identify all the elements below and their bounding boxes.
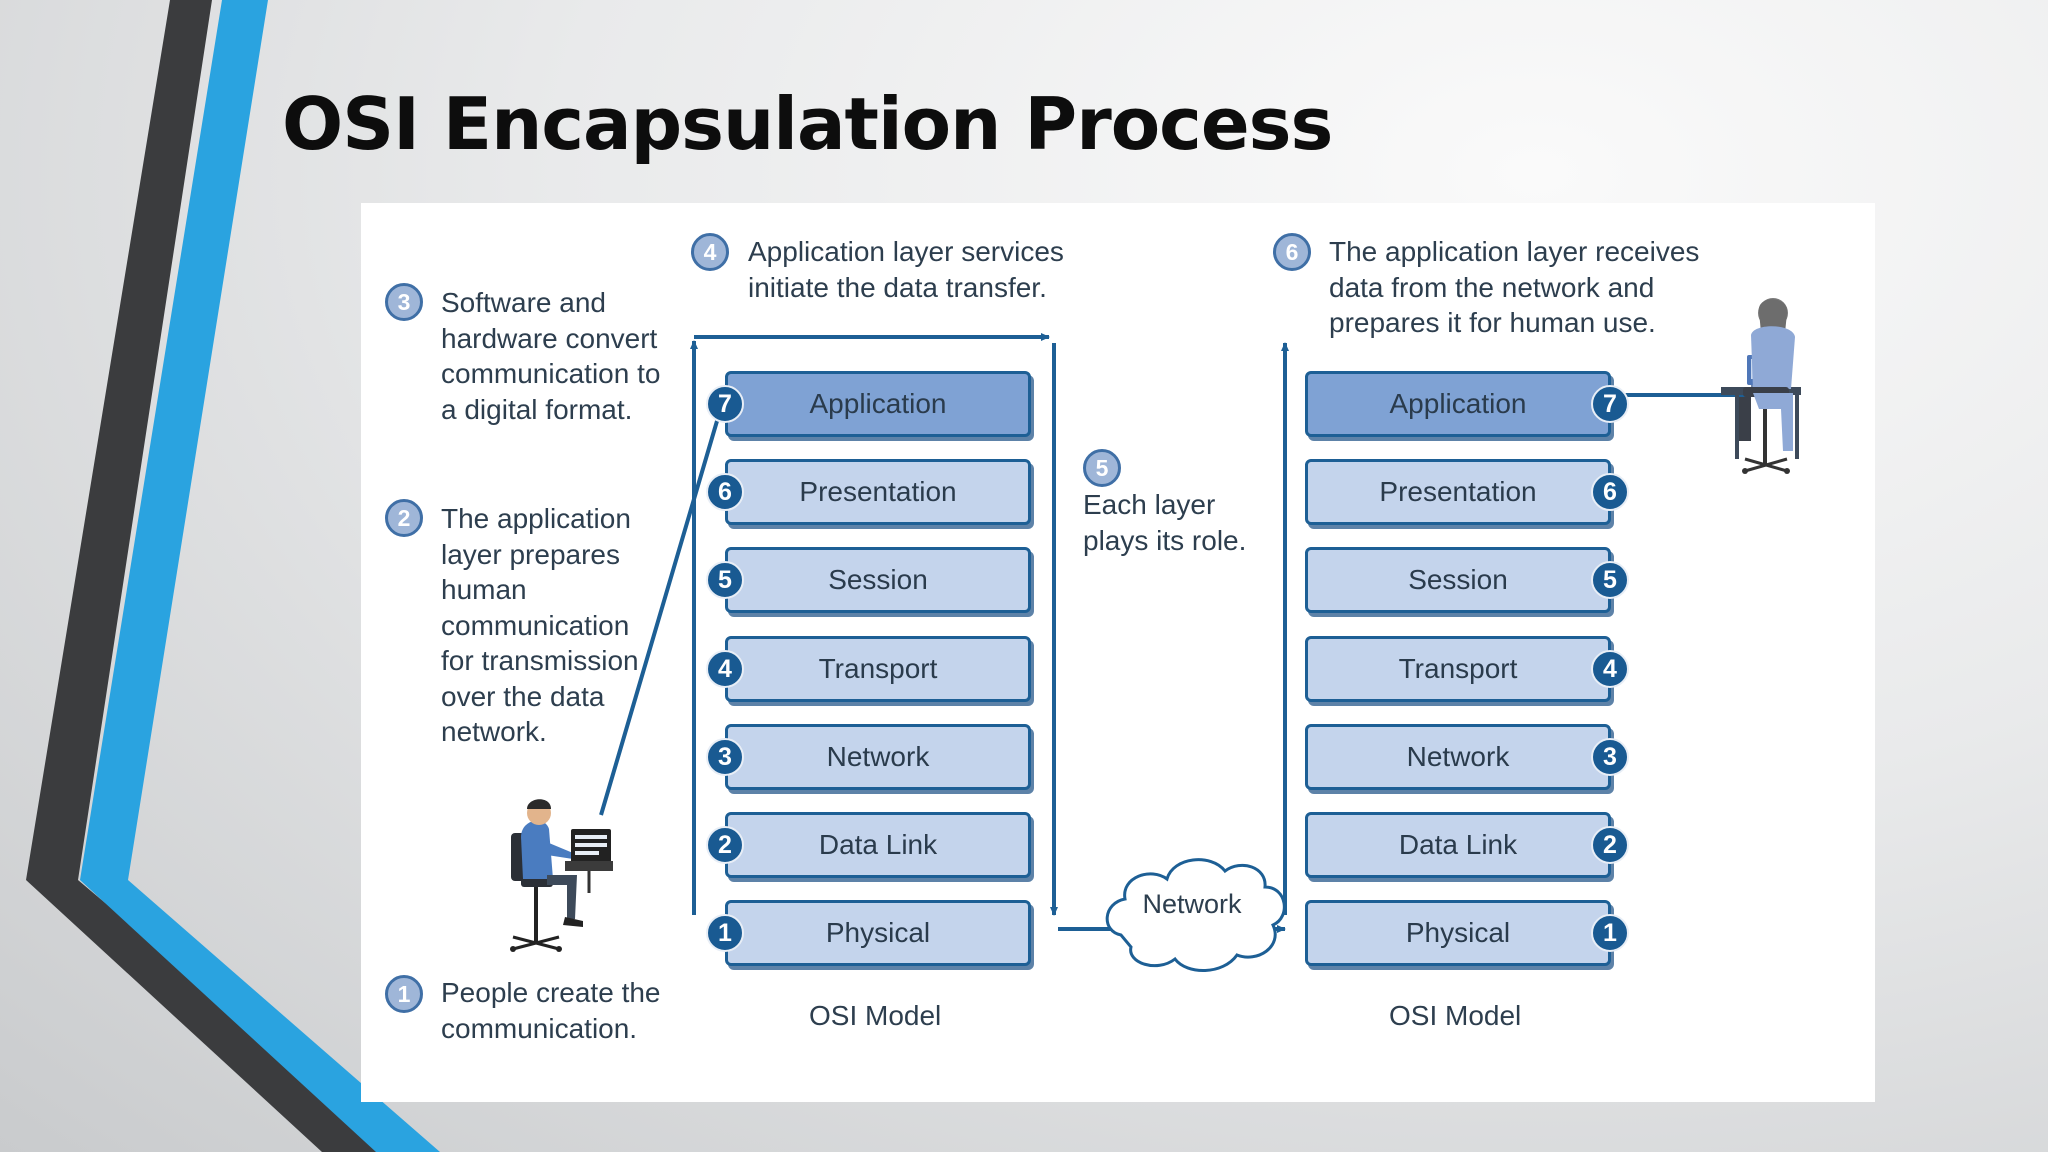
step-5-text: Each layer plays its role. xyxy=(1083,489,1247,556)
receiver-layer-network: Network xyxy=(1305,724,1611,790)
receiver-badge-6: 6 xyxy=(1591,473,1629,511)
slide-title: OSI Encapsulation Process xyxy=(282,82,1333,166)
receiver-layer-data-link: Data Link xyxy=(1305,812,1611,878)
step-2-text: The application layer prepares human com… xyxy=(441,503,639,747)
network-cloud-label: Network xyxy=(1142,889,1242,919)
sender-badge-5: 5 xyxy=(706,561,744,599)
step-6-text: The application layer receives data from… xyxy=(1329,236,1700,338)
sender-layer-data-link: Data Link xyxy=(725,812,1031,878)
receiver-stack-caption: OSI Model xyxy=(1389,1000,1522,1031)
sender-layer-transport: Transport xyxy=(725,636,1031,702)
step-2-marker: 2 xyxy=(385,499,423,537)
receiver-badge-4: 4 xyxy=(1591,650,1629,688)
sender-layer-physical: Physical xyxy=(725,900,1031,966)
sender-badge-7: 7 xyxy=(706,385,744,423)
receiver-badge-2: 2 xyxy=(1591,826,1629,864)
step-3-marker: 3 xyxy=(385,283,423,321)
sender-badge-1: 1 xyxy=(706,914,744,952)
receiver-layer-physical: Physical xyxy=(1305,900,1611,966)
chevron-dark-stripe xyxy=(26,0,400,1152)
step-5-marker: 5 xyxy=(1083,449,1121,487)
sender-layer-network: Network xyxy=(725,724,1031,790)
step-4-text: Application layer services initiate the … xyxy=(748,236,1064,303)
step-4-marker: 4 xyxy=(691,233,729,271)
receiver-badge-5: 5 xyxy=(1591,561,1629,599)
chevron-blue-stripe xyxy=(80,0,440,1152)
sender-layer-session: Session xyxy=(725,547,1031,613)
sender-badge-2: 2 xyxy=(706,826,744,864)
sender-layer-application: Application xyxy=(725,371,1031,437)
person-at-computer-receiver-icon xyxy=(1721,298,1801,474)
receiver-layer-transport: Transport xyxy=(1305,636,1611,702)
receiver-badge-7: 7 xyxy=(1591,385,1629,423)
step-6-marker: 6 xyxy=(1273,233,1311,271)
sender-layer-presentation: Presentation xyxy=(725,459,1031,525)
sender-stack-caption: OSI Model xyxy=(809,1000,942,1031)
sender-badge-4: 4 xyxy=(706,650,744,688)
step-1-marker: 1 xyxy=(385,975,423,1013)
sender-badge-6: 6 xyxy=(706,473,744,511)
receiver-layer-session: Session xyxy=(1305,547,1611,613)
osi-diagram-figure: 3 Software and hardware convert communic… xyxy=(361,203,1875,1102)
diagram-connectors xyxy=(510,298,1801,972)
step-3-text: Software and hardware convert communicat… xyxy=(441,287,661,425)
sender-to-application-line xyxy=(599,420,719,816)
network-cloud-icon xyxy=(1105,858,1286,972)
step-1-text: People create the communication. xyxy=(441,977,661,1044)
receiver-layer-application: Application xyxy=(1305,371,1611,437)
receiver-badge-1: 1 xyxy=(1591,914,1629,952)
sender-badge-3: 3 xyxy=(706,738,744,776)
receiver-badge-3: 3 xyxy=(1591,738,1629,776)
receiver-layer-presentation: Presentation xyxy=(1305,459,1611,525)
person-at-computer-sender-icon xyxy=(510,799,613,952)
